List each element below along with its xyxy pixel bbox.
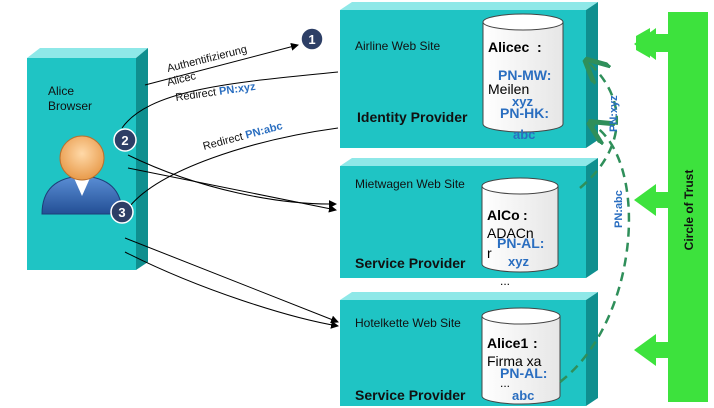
- circle-of-trust: Circle of Trust: [634, 12, 708, 402]
- car-role-label: Service Provider: [355, 255, 466, 271]
- airline-site-label: Airline Web Site: [355, 39, 440, 53]
- airline-db-colon: :: [537, 39, 542, 55]
- flow-hotel-arrow-b: [124, 251, 339, 329]
- car-db-pn-al: PN-AL:: [497, 235, 544, 251]
- flow-car-arrow-a: [127, 154, 337, 209]
- hotel-site-label: Hotelkette Web Site: [355, 316, 461, 330]
- hotel-db-pn-al: PN-AL:: [500, 365, 547, 381]
- hotel-db-firma: Firma xa: [487, 353, 542, 369]
- hotel-role-label: Service Provider: [355, 387, 466, 403]
- step-number-1: 1: [308, 32, 315, 47]
- car-db-adac: ADACn: [487, 225, 534, 241]
- car-service-provider: Mietwagen Web Site Service Provider AlCo…: [340, 158, 598, 288]
- car-db-colon: :: [523, 207, 528, 223]
- step-number-2: 2: [121, 133, 128, 148]
- airline-database-icon: Alicec : PN-MW: Meilen xyz PN-HK: abc: [482, 13, 564, 142]
- step-number-3: 3: [118, 205, 125, 220]
- hotel-db-title: Alice1: [487, 335, 528, 351]
- flow-auth-label-line1: Authentifizierung: [166, 43, 248, 74]
- car-database-icon: AlCo : ADACn PN-AL: r xyz ...: [481, 177, 559, 288]
- federation-label-abc: PN:abc: [613, 190, 625, 228]
- federation-label-xyz: PN:xyz: [608, 95, 620, 132]
- trust-bar: [668, 12, 708, 402]
- airline-db-pn-hk: PN-HK:: [500, 105, 549, 121]
- car-db-r: r: [487, 245, 492, 261]
- airline-db-title: Alicec: [488, 39, 529, 55]
- flow-car-arrow-b: [127, 167, 337, 213]
- car-db-xyz: xyz: [508, 254, 529, 269]
- flow-redirect-abc: [129, 127, 339, 207]
- user-avatar-icon: [41, 135, 123, 215]
- federation-links: [559, 62, 631, 383]
- flow-hotel-arrow-a: [124, 237, 339, 324]
- car-site-label: Mietwagen Web Site: [355, 177, 465, 191]
- car-db-title: AlCo: [487, 207, 520, 223]
- federation-link-hotel-airline: [559, 124, 631, 383]
- airline-db-meilen: Meilen: [488, 81, 529, 97]
- trust-label: Circle of Trust: [682, 170, 696, 251]
- step-badge-2: 2: [113, 128, 137, 152]
- trust-arrow-airline: [634, 28, 668, 60]
- hotel-service-provider: Hotelkette Web Site Service Provider Ali…: [340, 292, 598, 406]
- trust-arrow-hotel: [634, 334, 668, 366]
- airline-db-xyz: xyz: [512, 94, 533, 109]
- flow-auth-arrow: [144, 42, 299, 86]
- alice-browser: Alice Browser: [27, 48, 148, 270]
- flow-redirect-xyz: [121, 71, 339, 129]
- airline-role-label: Identity Provider: [357, 109, 468, 125]
- browser-label-line1: Alice: [48, 84, 74, 98]
- trust-arrow-car: [634, 184, 668, 216]
- federation-link-car-airline: [579, 62, 619, 189]
- hotel-db-ellipsis: ...: [500, 376, 510, 390]
- car-db-ellipsis: ...: [500, 274, 510, 288]
- hotel-db-abc: abc: [512, 388, 534, 403]
- airline-db-pn-mw: PN-MW:: [498, 67, 551, 83]
- airline-identity-provider: Airline Web Site Identity Provider Alice…: [340, 2, 598, 148]
- flow-arrows: [121, 42, 339, 329]
- step-badge-3: 3: [110, 200, 134, 224]
- browser-label-line2: Browser: [48, 99, 92, 113]
- hotel-db-colon: :: [533, 335, 538, 351]
- hotel-database-icon: Alice1 : Firma xa PN-AL: ... abc: [481, 307, 561, 405]
- airline-db-abc: abc: [513, 127, 535, 142]
- step-badge-1: 1: [300, 27, 324, 51]
